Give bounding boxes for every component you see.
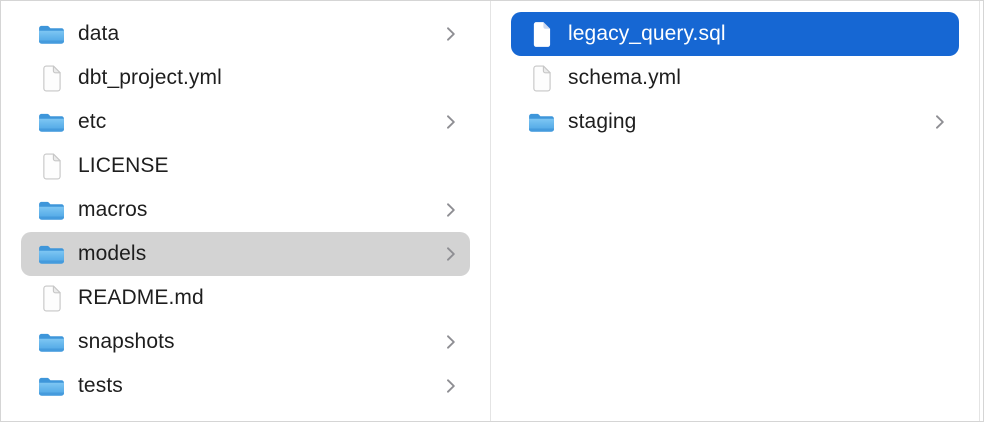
list-item[interactable]: LICENSE	[21, 144, 470, 188]
item-label: legacy_query.sql	[568, 22, 726, 45]
folder-icon	[37, 19, 65, 49]
item-label: data	[78, 22, 120, 45]
item-label: tests	[78, 374, 123, 397]
folder-icon	[527, 107, 555, 137]
item-label: staging	[568, 110, 637, 133]
item-label: LICENSE	[78, 154, 169, 177]
folder-icon	[37, 195, 65, 225]
item-label: README.md	[78, 286, 204, 309]
folder-icon	[37, 327, 65, 357]
document-icon	[527, 63, 555, 93]
document-icon	[37, 151, 65, 181]
chevron-right-icon	[438, 202, 456, 218]
list-item[interactable]: snapshots	[21, 320, 470, 364]
list-item[interactable]: etc	[21, 100, 470, 144]
chevron-right-icon	[438, 334, 456, 350]
column-divider[interactable]	[979, 1, 980, 421]
file-column-current: legacy_query.sql schema.yml staging	[491, 1, 979, 421]
item-label: etc	[78, 110, 107, 133]
list-item[interactable]: models	[21, 232, 470, 276]
item-label: schema.yml	[568, 66, 682, 89]
item-label: models	[78, 242, 147, 265]
list-item[interactable]: tests	[21, 364, 470, 408]
chevron-right-icon	[438, 246, 456, 262]
file-column-parent: data dbt_project.yml etc	[1, 1, 490, 421]
folder-icon	[37, 371, 65, 401]
list-item[interactable]: schema.yml	[511, 56, 959, 100]
list-item[interactable]: staging	[511, 100, 959, 144]
chevron-right-icon	[927, 114, 945, 130]
item-label: macros	[78, 198, 148, 221]
folder-icon	[37, 107, 65, 137]
list-item[interactable]: legacy_query.sql	[511, 12, 959, 56]
document-icon	[37, 63, 65, 93]
next-column-edge	[980, 1, 983, 421]
list-item[interactable]: data	[21, 12, 470, 56]
column-divider[interactable]	[490, 1, 491, 421]
chevron-right-icon	[438, 114, 456, 130]
chevron-right-icon	[438, 26, 456, 42]
chevron-right-icon	[438, 378, 456, 394]
folder-icon	[37, 239, 65, 269]
list-item[interactable]: macros	[21, 188, 470, 232]
document-icon	[527, 19, 555, 49]
item-label: snapshots	[78, 330, 175, 353]
list-item[interactable]: dbt_project.yml	[21, 56, 470, 100]
list-item[interactable]: README.md	[21, 276, 470, 320]
document-icon	[37, 283, 65, 313]
item-label: dbt_project.yml	[78, 66, 222, 89]
